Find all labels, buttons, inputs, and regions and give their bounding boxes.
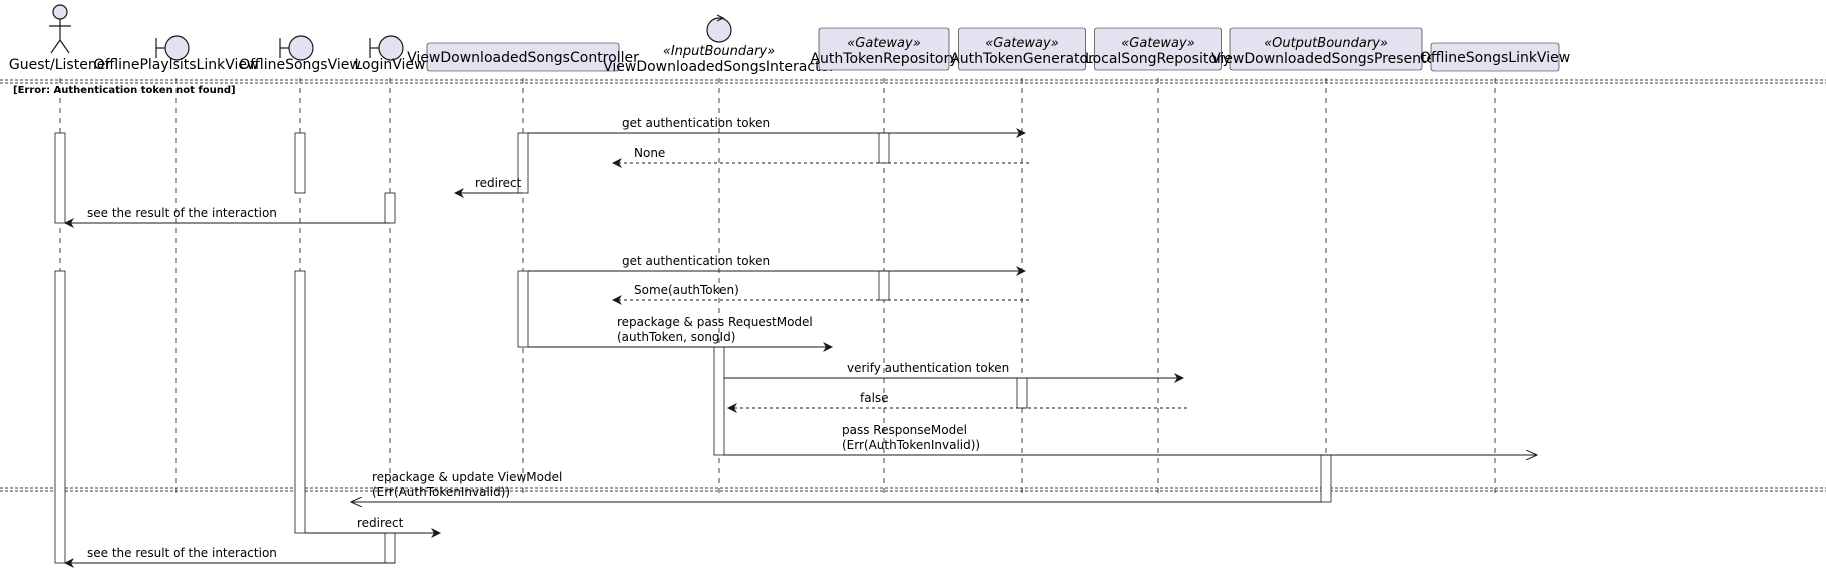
participant-box xyxy=(1229,27,1423,71)
participant-offlinesongsview: OfflineSongsView xyxy=(239,35,361,73)
participant-label: AuthTokenGenerator xyxy=(950,51,1094,67)
message-11: repackage & update ViewModel(Err(AuthTok… xyxy=(351,470,1321,502)
message-label: pass ResponseModel xyxy=(842,423,967,437)
message-label: Some(authToken) xyxy=(634,283,739,297)
participant-offlinesongslinkview: OfflineSongsLinkView xyxy=(1420,42,1570,72)
activation-bar xyxy=(54,270,66,564)
message-label: repackage & pass RequestModel xyxy=(617,315,813,329)
participant-stereotype: «OutputBoundary» xyxy=(1264,36,1388,51)
participant-offlineplaylsitslinkview: OfflinePlaylsitsLinkView xyxy=(94,35,259,73)
participant-box xyxy=(1430,42,1560,72)
activation-bar xyxy=(54,132,66,224)
participant-stereotype: «InputBoundary» xyxy=(663,44,775,59)
message-label: see the result of the interaction xyxy=(87,546,277,560)
participant-box xyxy=(1094,27,1222,71)
participant-label: ViewDownloadedSongsInteractor xyxy=(603,59,835,75)
activation-bar xyxy=(294,132,306,194)
boundary-icon xyxy=(155,35,190,61)
activation-bar xyxy=(1016,377,1028,409)
message-label: (authToken, songId) xyxy=(617,330,735,344)
participant-box xyxy=(426,42,620,72)
activation-bar xyxy=(384,192,396,224)
participant-viewdownloadedsongscontroller: ViewDownloadedSongsController xyxy=(407,42,639,72)
message-label: false xyxy=(860,391,889,405)
message-6: Some(authToken) xyxy=(612,283,1029,305)
message-1: get authentication token xyxy=(528,116,1026,138)
participant-label: ViewDownloadedSongsPresenter xyxy=(1211,51,1441,67)
message-label: repackage & update ViewModel xyxy=(372,470,562,484)
divider-line xyxy=(0,487,1826,492)
participant-guest-listener: Guest/Listener xyxy=(9,4,111,73)
participant-label: LocalSongRepository xyxy=(1085,51,1231,67)
message-label: redirect xyxy=(475,176,522,190)
participant-label: LoginView xyxy=(355,57,426,73)
participant-stereotype: «Gateway» xyxy=(1121,36,1194,51)
participant-label: OfflinePlaylsitsLinkView xyxy=(94,57,259,73)
message-9: false xyxy=(727,391,1187,413)
participant-stereotype: «Gateway» xyxy=(847,36,920,51)
activation-bar xyxy=(878,132,890,164)
activation-bar xyxy=(1320,454,1332,503)
participant-label: OfflineSongsView xyxy=(239,57,361,73)
message-label: redirect xyxy=(357,516,404,530)
message-12: redirect xyxy=(305,516,441,538)
message-label: None xyxy=(634,146,665,160)
message-8: verify authentication token xyxy=(724,361,1184,383)
boundary-icon xyxy=(279,35,314,61)
activation-bar xyxy=(517,270,529,348)
participant-viewdownloadedsongsinteractor: «InputBoundary»ViewDownloadedSongsIntera… xyxy=(603,14,835,75)
participant-viewdownloadedsongspresenter: «OutputBoundary»ViewDownloadedSongsPrese… xyxy=(1211,27,1441,71)
message-5: get authentication token xyxy=(528,254,1026,276)
boundary-icon xyxy=(369,35,404,61)
participant-stereotype: «Gateway» xyxy=(985,36,1058,51)
divider-label: [Error: Authentication token not found] xyxy=(13,85,236,96)
participant-label: Guest/Listener xyxy=(9,57,111,73)
participant-box xyxy=(818,27,950,71)
participant-label: OfflineSongsLinkView xyxy=(1420,50,1570,66)
message-label: verify authentication token xyxy=(847,361,1009,375)
participant-authtokenrepository: «Gateway»AuthTokenRepository xyxy=(810,27,958,71)
participant-authtokengenerator: «Gateway»AuthTokenGenerator xyxy=(950,27,1094,71)
message-label: (Err(AuthTokenInvalid)) xyxy=(372,485,510,499)
activation-bar xyxy=(384,532,396,564)
activation-bar xyxy=(713,346,725,456)
message-label: get authentication token xyxy=(622,254,770,268)
activation-bar xyxy=(878,270,890,301)
participant-label: AuthTokenRepository xyxy=(810,51,957,67)
activation-bar xyxy=(294,270,306,534)
participant-label: ViewDownloadedSongsController xyxy=(407,50,639,66)
divider-line xyxy=(0,79,1826,84)
control-icon xyxy=(706,14,732,43)
message-label: see the result of the interaction xyxy=(87,206,277,220)
participant-box xyxy=(958,27,1086,71)
participant-loginview: LoginView xyxy=(355,35,426,73)
message-label: (Err(AuthTokenInvalid)) xyxy=(842,438,980,452)
message-4: see the result of the interaction xyxy=(64,206,390,228)
message-13: see the result of the interaction xyxy=(64,546,395,568)
message-label: get authentication token xyxy=(622,116,770,130)
message-10: pass ResponseModel(Err(AuthTokenInvalid)… xyxy=(724,423,1537,455)
message-2: None xyxy=(612,146,1029,168)
participant-localsongrepository: «Gateway»LocalSongRepository xyxy=(1085,27,1231,71)
actor-icon xyxy=(49,4,71,54)
message-7: repackage & pass RequestModel(authToken,… xyxy=(528,315,833,352)
message-3: redirect xyxy=(454,176,523,198)
